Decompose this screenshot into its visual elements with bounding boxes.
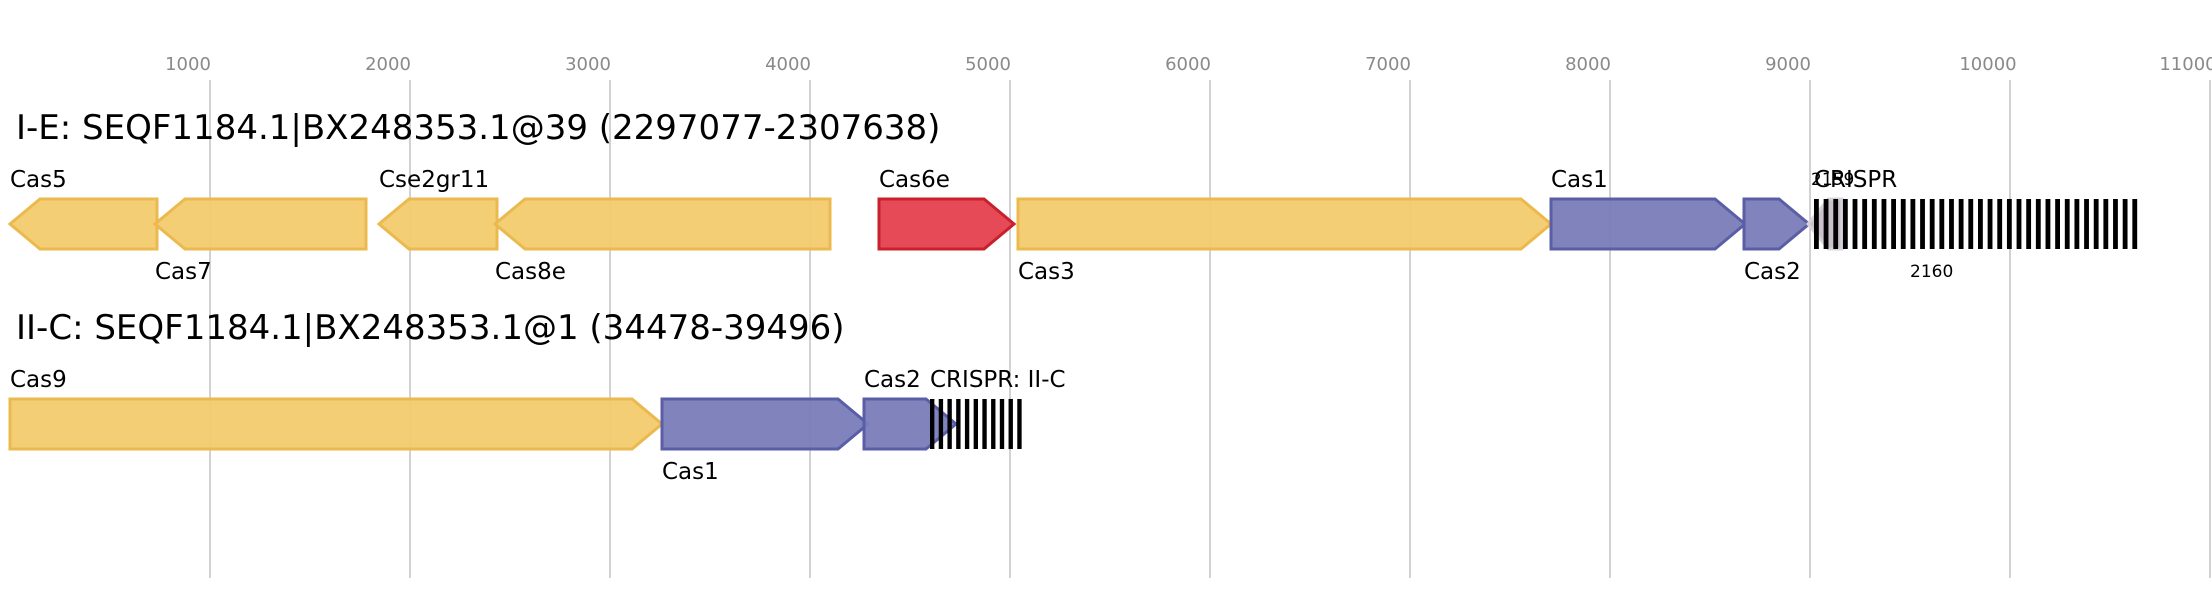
gene-arrow xyxy=(8,397,665,451)
crispr-repeat xyxy=(1017,399,1022,449)
crispr-array xyxy=(1814,199,2138,249)
crispr-repeat xyxy=(1852,199,1858,249)
scale-grid: 1000 2000 3000 4000 5000 6000 7000 8000 9000 1000… xyxy=(165,54,2212,578)
crispr-repeat xyxy=(2006,199,2012,249)
crispr-repeat xyxy=(2113,199,2118,249)
crispr-array xyxy=(930,399,1022,449)
gene-arrow xyxy=(1016,197,1554,251)
crispr-repeat xyxy=(1900,199,1906,249)
crispr-repeat xyxy=(999,399,1005,449)
crispr-repeat xyxy=(991,399,996,449)
gene-number-label: 2160 xyxy=(1910,262,1953,282)
scale-tick-label: 8000 xyxy=(1565,54,1611,75)
crispr-repeat xyxy=(2035,199,2041,249)
locus-1: I-E: SEQF1184.1|BX248353.1@39 (2297077-2… xyxy=(7,108,2138,285)
crispr-repeat xyxy=(1958,199,1964,249)
crispr-repeat xyxy=(1920,199,1925,249)
scale-tick-label: 1000 xyxy=(165,54,211,75)
crispr-repeat xyxy=(1823,199,1829,249)
gene-label: Cas2 xyxy=(1744,259,1801,285)
gene-label: Cse2gr11 xyxy=(379,167,489,193)
crispr-repeat xyxy=(1949,199,1954,249)
gene-label: Cas9 xyxy=(10,367,67,393)
crispr-repeat xyxy=(1881,199,1887,249)
crispr-repeat xyxy=(2016,199,2022,249)
crispr-repeat xyxy=(2132,199,2138,249)
scale-tick-label: 11000 xyxy=(2159,54,2212,75)
crispr-repeat xyxy=(2074,199,2080,249)
gene-label: Cas2 xyxy=(864,367,921,393)
crispr-repeat xyxy=(1842,199,1848,249)
scale-tick-label: 4000 xyxy=(765,54,811,75)
gene-label: Cas7 xyxy=(155,259,212,285)
scale-tick-label: 7000 xyxy=(1365,54,1411,75)
gene-arrow xyxy=(1742,197,1812,251)
scale-tick-label: 3000 xyxy=(565,54,611,75)
crispr-repeat xyxy=(1833,199,1839,249)
crispr-repeat xyxy=(1997,199,2003,249)
gene-arrow xyxy=(492,197,832,251)
crispr-repeat xyxy=(2122,199,2128,249)
crispr-repeat xyxy=(1814,199,1819,249)
crispr-repeat xyxy=(1891,199,1896,249)
crispr-repeat xyxy=(964,399,970,449)
crispr-label: CRISPR: II-C xyxy=(930,367,1066,393)
crispr-repeat xyxy=(2084,199,2089,249)
gene-label: Cas1 xyxy=(1551,167,1608,193)
crispr-repeat xyxy=(2093,199,2099,249)
scale-tick-label: 10000 xyxy=(1959,54,2016,75)
gene-arrow xyxy=(7,197,159,251)
crispr-repeat xyxy=(2103,199,2109,249)
crispr-repeat xyxy=(1871,199,1877,249)
loci-group: I-E: SEQF1184.1|BX248353.1@39 (2297077-2… xyxy=(7,108,2138,485)
crispr-repeat xyxy=(947,399,952,449)
locus-2: II-C: SEQF1184.1|BX248353.1@1 (34478-394… xyxy=(8,308,1066,485)
crispr-label: CRISPR xyxy=(1814,167,1897,193)
gene-label: Cas1 xyxy=(662,459,719,485)
scale-tick-label: 5000 xyxy=(965,54,1011,75)
scale-tick-label: 9000 xyxy=(1765,54,1811,75)
crispr-repeat xyxy=(1862,199,1868,249)
locus-title: I-E: SEQF1184.1|BX248353.1@39 (2297077-2… xyxy=(16,108,940,148)
crispr-repeat xyxy=(1910,199,1916,249)
gene-arrow xyxy=(1549,197,1748,251)
crispr-repeat xyxy=(2064,199,2070,249)
crispr-repeat xyxy=(973,399,978,449)
scale-tick-label: 2000 xyxy=(365,54,411,75)
crispr-repeat xyxy=(1939,199,1945,249)
crispr-repeat xyxy=(1968,199,1974,249)
crispr-repeat xyxy=(1987,199,1993,249)
crispr-repeat xyxy=(956,399,961,449)
crispr-repeat xyxy=(1978,199,1983,249)
gene-arrow xyxy=(877,197,1017,251)
gene-label: Cas6e xyxy=(879,167,950,193)
crispr-repeat xyxy=(2055,199,2060,249)
gene-number-label: 2159 xyxy=(1811,170,1854,190)
gene-label: Cas8e xyxy=(495,259,566,285)
crispr-repeat xyxy=(930,399,935,449)
crispr-repeat xyxy=(938,399,944,449)
scale-tick-label: 6000 xyxy=(1165,54,1211,75)
gene-label: Cas5 xyxy=(10,167,67,193)
gene-arrow xyxy=(152,197,368,251)
crispr-repeat xyxy=(2045,199,2051,249)
gene-arrow xyxy=(660,397,871,451)
crispr-repeat xyxy=(982,399,987,449)
crispr-repeat xyxy=(2026,199,2032,249)
gene-label: Cas3 xyxy=(1018,259,1075,285)
crispr-repeat xyxy=(1008,399,1013,449)
locus-title: II-C: SEQF1184.1|BX248353.1@1 (34478-394… xyxy=(16,308,845,348)
gene-arrow xyxy=(376,197,499,251)
crispr-repeat xyxy=(1929,199,1935,249)
